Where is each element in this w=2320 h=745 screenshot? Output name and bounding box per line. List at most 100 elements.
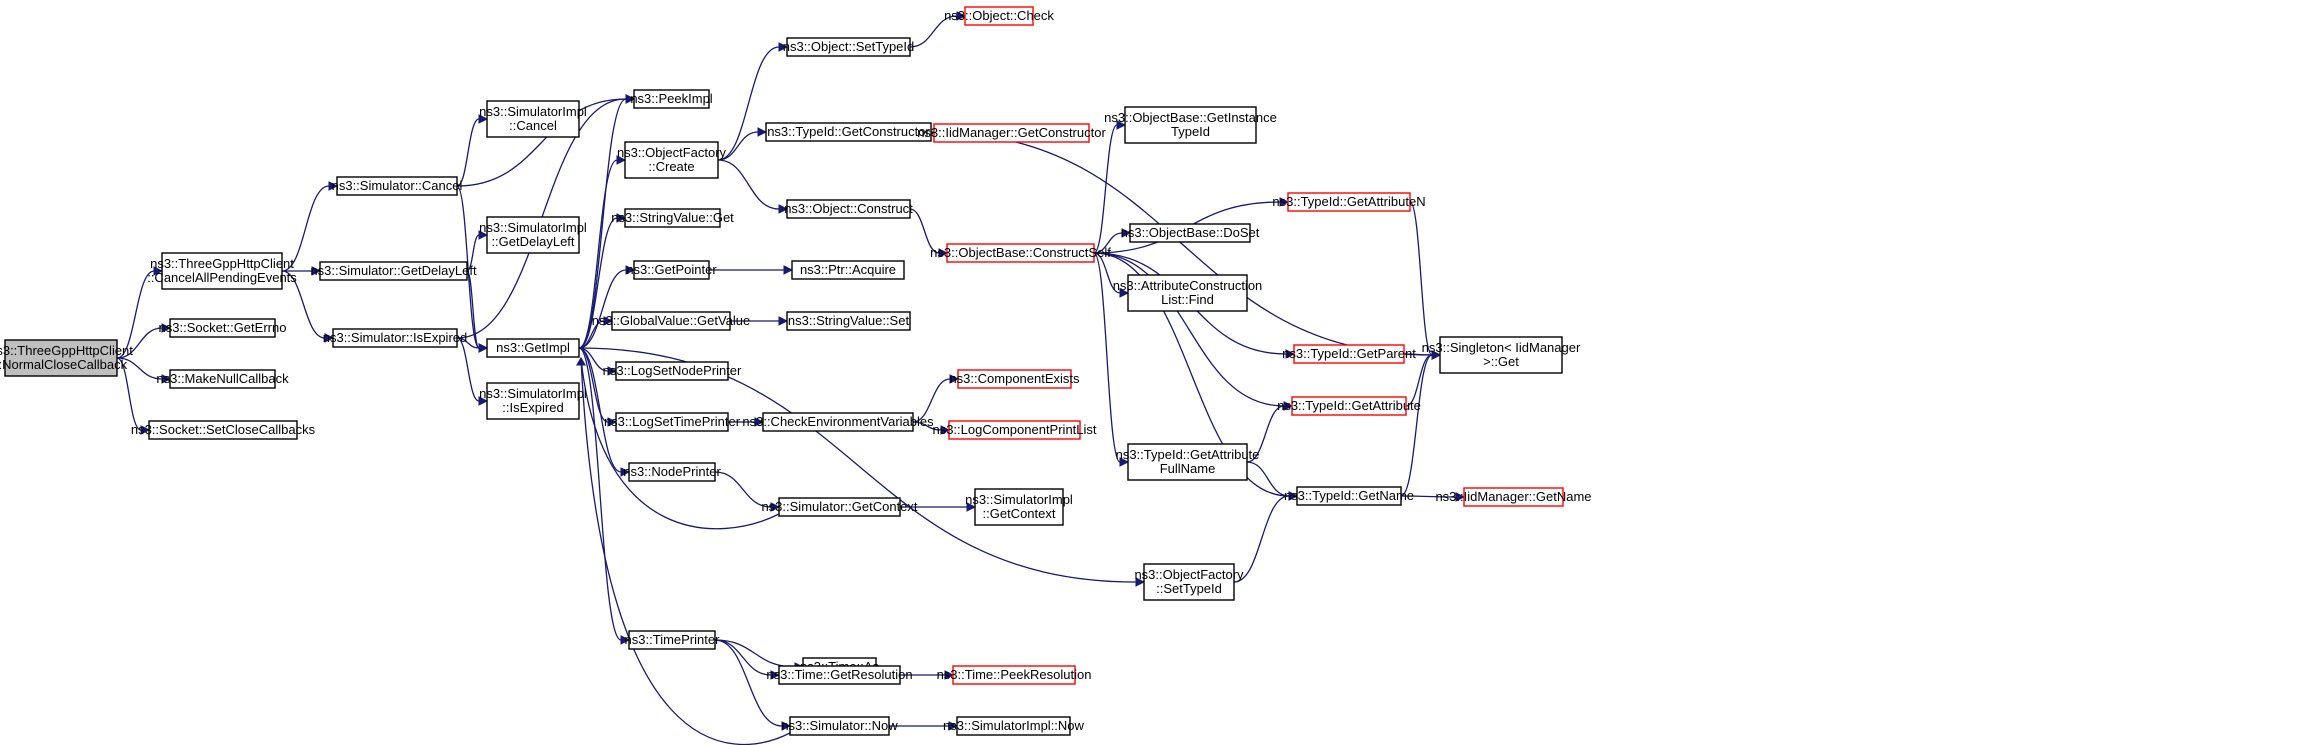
- node-getParent[interactable]: ns3::TypeId::GetParent: [1282, 344, 1416, 364]
- node-label: ns3::Simulator::Now: [781, 718, 898, 733]
- node-logTime[interactable]: ns3::LogSetTimePrinter: [604, 412, 741, 432]
- node-label: ::NormalCloseCallback: [0, 357, 128, 372]
- node-compExists[interactable]: ns3::ComponentExists: [949, 369, 1080, 389]
- node-box: [933, 123, 1090, 143]
- node-simNow[interactable]: ns3::Simulator::Now: [781, 716, 898, 736]
- node-cancelAll[interactable]: ns3::ThreeGppHttpClient::CancelAllPendin…: [147, 252, 297, 290]
- node-implNow[interactable]: ns3::SimulatorImpl::Now: [943, 716, 1085, 736]
- node-peekImpl[interactable]: ns3::PeekImpl: [630, 89, 713, 109]
- node-simIsExpired[interactable]: ns3::Simulator::IsExpired: [323, 328, 468, 348]
- node-box: [1293, 344, 1405, 364]
- node-singletonGet[interactable]: ns3::Singleton< IidManager >::Get: [1422, 336, 1581, 374]
- node-label: ::IsExpired: [502, 400, 563, 415]
- node-nodePrinter[interactable]: ns3::NodePrinter: [623, 462, 721, 482]
- node-timePrinter[interactable]: ns3::TimePrinter: [625, 630, 721, 650]
- node-label: ns3::GlobalValue::GetValue: [592, 313, 751, 328]
- node-label: ns3::TypeId::GetConstructor: [767, 124, 930, 139]
- node-implGetDelay[interactable]: ns3::SimulatorImpl::GetDelayLeft: [479, 216, 587, 254]
- node-label: ns3::ObjectBase::DoSet: [1121, 225, 1260, 240]
- node-typeIdGetCtor[interactable]: ns3::TypeId::GetConstructor: [765, 122, 932, 142]
- node-implIsExpired[interactable]: ns3::SimulatorImpl::IsExpired: [479, 382, 587, 420]
- edge-line: [281, 185, 330, 272]
- node-implCancel[interactable]: ns3::SimulatorImpl::Cancel: [479, 100, 587, 138]
- edge-typeIdGetName-to-singletonGet: [1400, 350, 1442, 497]
- node-timePeekRes[interactable]: ns3::Time::PeekResolution: [937, 665, 1092, 685]
- node-box: [1463, 487, 1564, 507]
- node-getPointer[interactable]: ns3::GetPointer: [626, 260, 717, 280]
- node-label: FullName: [1160, 461, 1216, 476]
- node-implGetContext[interactable]: ns3::SimulatorImpl::GetContext: [965, 488, 1073, 526]
- edge-line: [717, 46, 780, 161]
- node-globalGet[interactable]: ns3::GlobalValue::GetValue: [592, 311, 751, 331]
- node-makeNull[interactable]: ns3::MakeNullCallback: [156, 369, 289, 389]
- edge-line: [1093, 252, 1121, 463]
- node-ptrAcquire[interactable]: ns3::Ptr::Acquire: [791, 260, 905, 280]
- node-box: [1129, 223, 1251, 243]
- node-box: [148, 420, 298, 440]
- node-box: [778, 497, 901, 517]
- node-getImpl[interactable]: ns3::GetImpl: [486, 338, 580, 358]
- edge-arrowhead: [478, 230, 489, 240]
- node-objFactCreate[interactable]: ns3::ObjectFactory::Create: [617, 141, 727, 179]
- edge-line: [1093, 124, 1118, 254]
- node-getAttribute[interactable]: ns3::TypeId::GetAttribute: [1277, 396, 1421, 416]
- node-timeGetRes[interactable]: ns3::Time::GetResolution: [766, 665, 913, 685]
- node-box: [332, 328, 458, 348]
- node-label: ns3::ObjectBase::ConstructSelf: [930, 245, 1111, 260]
- node-iidGetCtor[interactable]: ns3::IidManager::GetConstructor: [917, 123, 1106, 143]
- edge-line: [1400, 495, 1457, 498]
- node-setClose[interactable]: ns3::Socket::SetCloseCallbacks: [131, 420, 316, 440]
- node-stringSet[interactable]: ns3::StringValue::Set: [786, 311, 911, 331]
- edge-cancelAll-to-simCancel: [281, 181, 339, 272]
- edge-arrowhead: [625, 265, 636, 275]
- node-constructSelf[interactable]: ns3::ObjectBase::ConstructSelf: [930, 243, 1111, 263]
- edge-simGetContext-to-implGetContext: [899, 502, 977, 512]
- node-getErrno[interactable]: ns3::Socket::GetErrno: [159, 318, 287, 338]
- node-label: ns3::Simulator::GetContext: [761, 499, 917, 514]
- node-getAttributeN[interactable]: ns3::TypeId::GetAttributeN: [1272, 192, 1426, 212]
- edge-line: [717, 159, 780, 210]
- edge-line: [456, 98, 627, 187]
- edge-arrowhead: [944, 670, 955, 680]
- edge-arrowhead: [778, 316, 789, 326]
- node-logNode[interactable]: ns3::LogSetNodePrinter: [603, 361, 742, 381]
- node-label: ::SetTypeId: [1156, 581, 1222, 596]
- node-box: [791, 260, 905, 280]
- node-box: [956, 716, 1071, 736]
- edge-line: [714, 471, 772, 508]
- node-label: ns3::Simulator::IsExpired: [323, 330, 468, 345]
- node-simGetContext[interactable]: ns3::Simulator::GetContext: [761, 497, 918, 517]
- node-logCompList[interactable]: ns3::LogComponentPrintList: [932, 420, 1097, 440]
- node-checkEnv[interactable]: ns3::CheckEnvironmentVariables: [742, 412, 934, 432]
- node-simCancel[interactable]: ns3::Simulator::Cancel: [332, 176, 463, 196]
- edge-arrowhead: [576, 356, 586, 366]
- node-simGetDelay[interactable]: ns3::Simulator::GetDelayLeft: [310, 261, 477, 281]
- node-box: [486, 382, 580, 420]
- node-stringGet[interactable]: ns3::StringValue::Get: [611, 208, 734, 228]
- node-objCheck[interactable]: ns3::Object::Check: [944, 6, 1054, 26]
- edge-arrowhead: [478, 114, 489, 124]
- node-objFactSetTypeId[interactable]: ns3::ObjectFactory::SetTypeId: [1134, 563, 1244, 601]
- node-iidGetName[interactable]: ns3::IidManager::GetName: [1435, 487, 1592, 507]
- node-objConstruct[interactable]: ns3::Object::Construct: [784, 199, 913, 219]
- node-label: ns3::ObjectFactory: [617, 145, 727, 160]
- edge-globalGet-to-stringSet: [730, 316, 789, 326]
- node-objSetTypeId[interactable]: ns3::Object::SetTypeId: [783, 37, 915, 57]
- node-typeIdGetName[interactable]: ns3::TypeId::GetName: [1284, 486, 1414, 506]
- node-label: ns3::LogSetNodePrinter: [603, 363, 742, 378]
- node-label: ns3::Object::Construct: [784, 201, 913, 216]
- edge-arrowhead: [607, 417, 618, 427]
- node-box: [946, 243, 1095, 263]
- node-label: ns3::SimulatorImpl: [965, 492, 1073, 507]
- node-box: [624, 141, 719, 179]
- edge-timePrinter-to-simNow: [714, 639, 792, 731]
- node-root[interactable]: ns3::ThreeGppHttpClient::NormalCloseCall…: [0, 339, 133, 377]
- edge-line: [717, 131, 759, 161]
- node-label: ns3::Socket::GetErrno: [159, 320, 287, 335]
- edge-line: [578, 159, 618, 349]
- node-doSet[interactable]: ns3::ObjectBase::DoSet: [1121, 223, 1260, 243]
- node-label: ns3::TypeId::GetAttribute: [1116, 447, 1260, 462]
